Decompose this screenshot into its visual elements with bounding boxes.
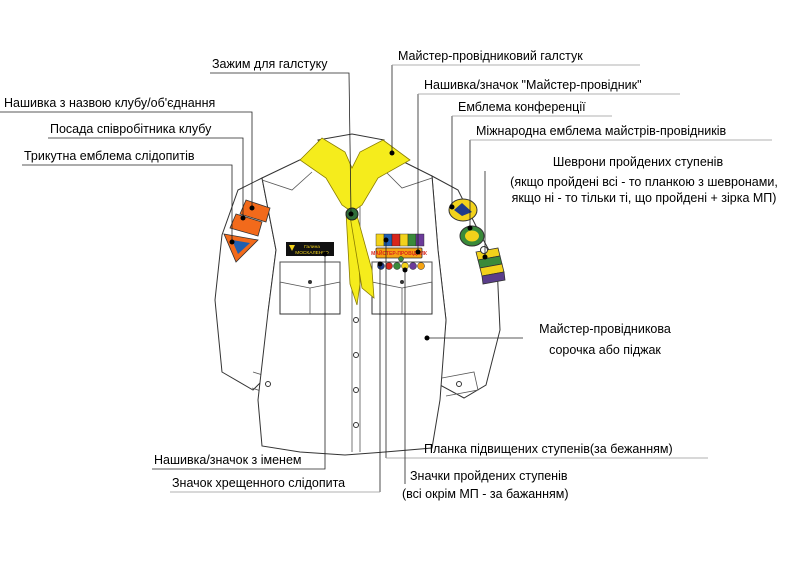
label-chevrons-note-1: (якщо пройдені всі - то планкою з шеврон… [510,175,778,189]
label-master-patch: Нашивка/значок "Майстер-провідник" [424,78,642,92]
name-tag-background [286,242,334,256]
label-degree-badges-1: Значки пройдених ступенів [410,469,568,483]
label-shirt-2: сорочка або піджак [549,343,661,357]
label-master-tie: Майстер-провідниковий галстук [398,49,583,63]
master-guide-tie [299,137,411,306]
name-tag-last-name: МОСКАЛЕНКО [295,250,329,256]
label-chevrons-note-2: якщо ні - то тільки ті, що пройдені + зі… [512,191,777,205]
leader-lines [0,64,772,493]
advanced-degrees-bar [375,233,425,247]
labels: Зажим для галстуку Майстер-провідниковий… [4,49,778,501]
name-tag-first-name: Галина [304,244,320,250]
master-guide-tag: МАЙСТЕР-ПРОВІДНИК [371,247,428,259]
master-guide-tag-text: МАЙСТЕР-ПРОВІДНИК [371,249,428,257]
label-conference-emblem: Емблема конференції [458,100,586,114]
star-mp [480,246,488,254]
label-advanced-bar: Планка підвищених ступенів(за бежанням) [424,442,673,456]
label-intl-emblem: Міжнародна емблема майстрів-провідників [476,124,726,138]
label-club-position: Посада співробітника клубу [50,122,212,136]
label-shirt-1: Майстер-провідникова [539,322,671,336]
label-baptized-badge: Значок хрещенного слідопита [172,476,345,490]
name-tag: Галина МОСКАЛЕНКО [286,242,334,256]
tie-collar-band [299,137,411,213]
club-name-patch [239,199,271,223]
label-chevrons-title: Шеврони пройдених ступенів [553,155,724,169]
label-tie-clip: Зажим для галстуку [212,57,328,71]
label-degree-badges-2: (всі окрім МП - за бажанням) [402,487,569,501]
label-name-patch: Нашивка/значок з іменем [154,453,302,467]
label-club-name-patch: Нашивка з назвою клубу/об'єднання [4,96,215,110]
label-triangle-emblem: Трикутна емблема слідопитів [24,149,195,163]
